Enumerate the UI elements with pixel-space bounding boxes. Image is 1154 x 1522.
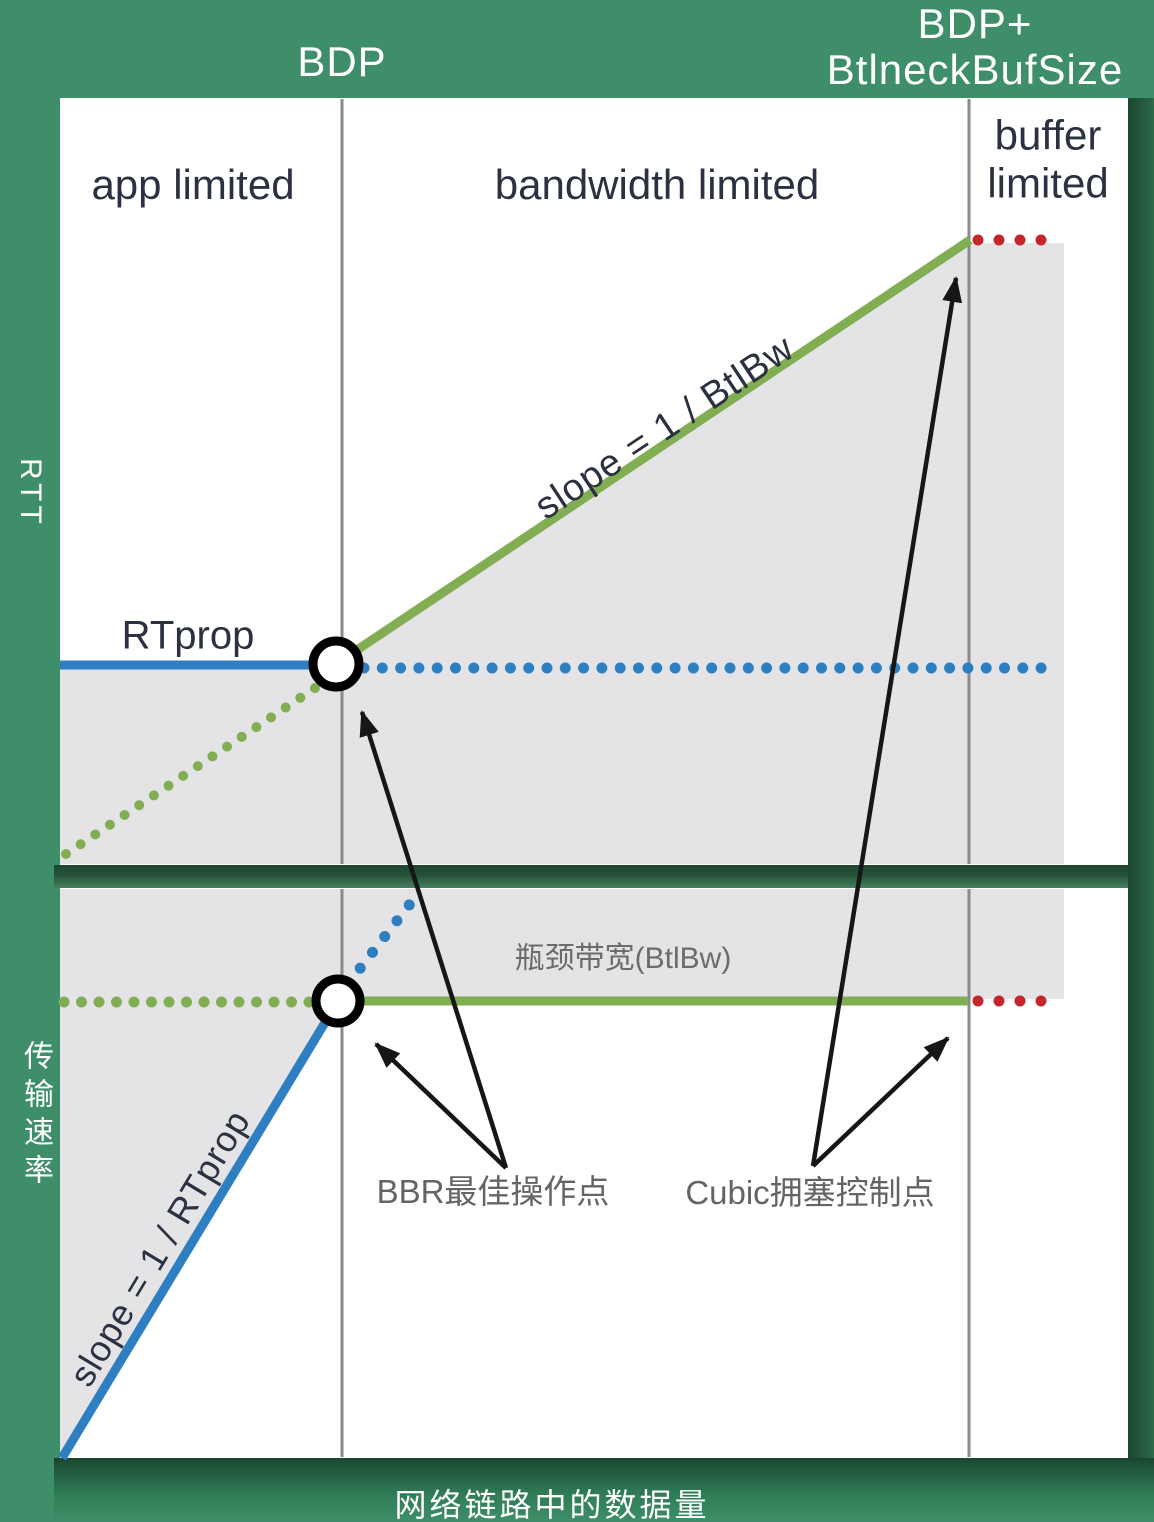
btlneckbufsize-line: BtlneckBufSize [826, 46, 1124, 93]
btlbw-label: 瓶颈带宽(BtlBw) [514, 942, 732, 975]
rtprop-label: RTprop [121, 613, 255, 658]
bdp-header-label: BDP [297, 38, 387, 85]
x-axis-label: 网络链路中的数据量 [394, 1487, 710, 1522]
region-label-bandwidth-limited: bandwidth limited [494, 161, 820, 208]
right-shadow [1128, 98, 1154, 1470]
y-axis-label-rtt: RTT [14, 458, 47, 528]
bdp-bufsize-header-label: BDP+ BtlneckBufSize [827, 1, 1123, 93]
panel-gap-shadow [54, 865, 1154, 888]
y-axis-label-rate: 传输速率 [19, 1040, 52, 1192]
bdp-plus-line: BDP+ [917, 0, 1033, 47]
region-label-app-limited: app limited [91, 161, 295, 208]
bottom-shadow [54, 1458, 1154, 1522]
cubic-control-point-label: Cubic拥塞控制点 [685, 1174, 935, 1211]
bbr-operating-point-label: BBR最佳操作点 [376, 1173, 610, 1210]
region-label-buffer-limited: buffer limited [987, 111, 1109, 207]
